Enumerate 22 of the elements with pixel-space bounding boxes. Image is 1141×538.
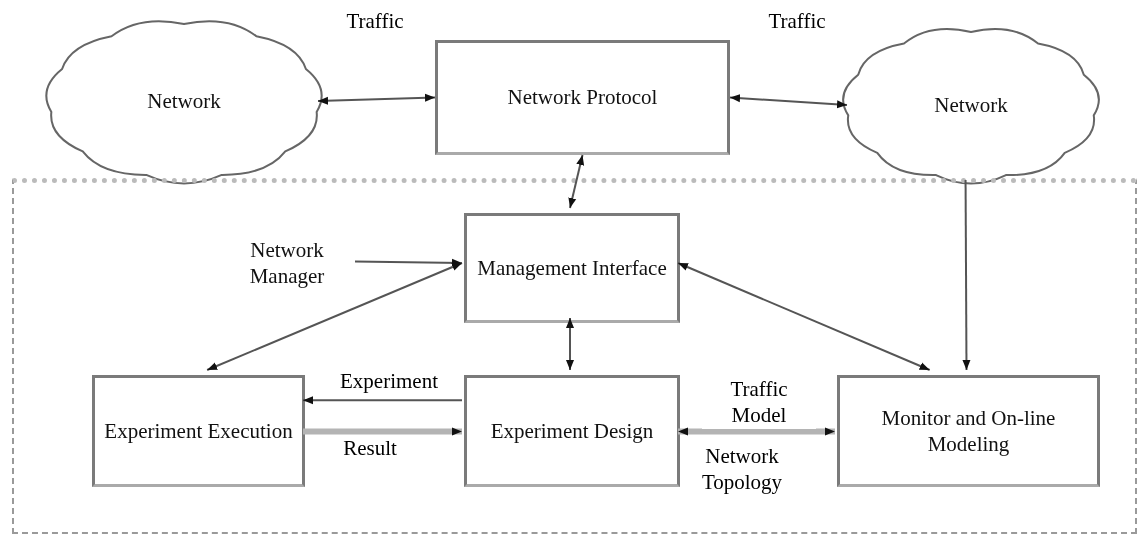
actor-label: Network Manager (248, 236, 326, 290)
arrow (568, 154, 585, 209)
process-box (92, 375, 305, 487)
node-label: Experiment Design (490, 417, 654, 445)
arrow (566, 317, 574, 371)
node-label: Experiment Execution (104, 417, 293, 445)
process-box (837, 375, 1100, 487)
arrow (678, 427, 835, 436)
arrow (303, 427, 462, 436)
arrow (962, 179, 971, 371)
arrow (729, 94, 848, 109)
arrow (354, 258, 463, 267)
node-label: Monitor and On-line Modeling (880, 404, 1057, 458)
process-box (435, 40, 730, 155)
node-label: Network Protocol (507, 84, 658, 111)
arrow (206, 262, 463, 371)
node-label: Network (147, 87, 221, 115)
process-box (464, 375, 680, 487)
process-box (464, 213, 680, 323)
node-label: Network (934, 91, 1008, 119)
node-label: Management Interface (477, 254, 667, 282)
arrow (317, 93, 436, 105)
